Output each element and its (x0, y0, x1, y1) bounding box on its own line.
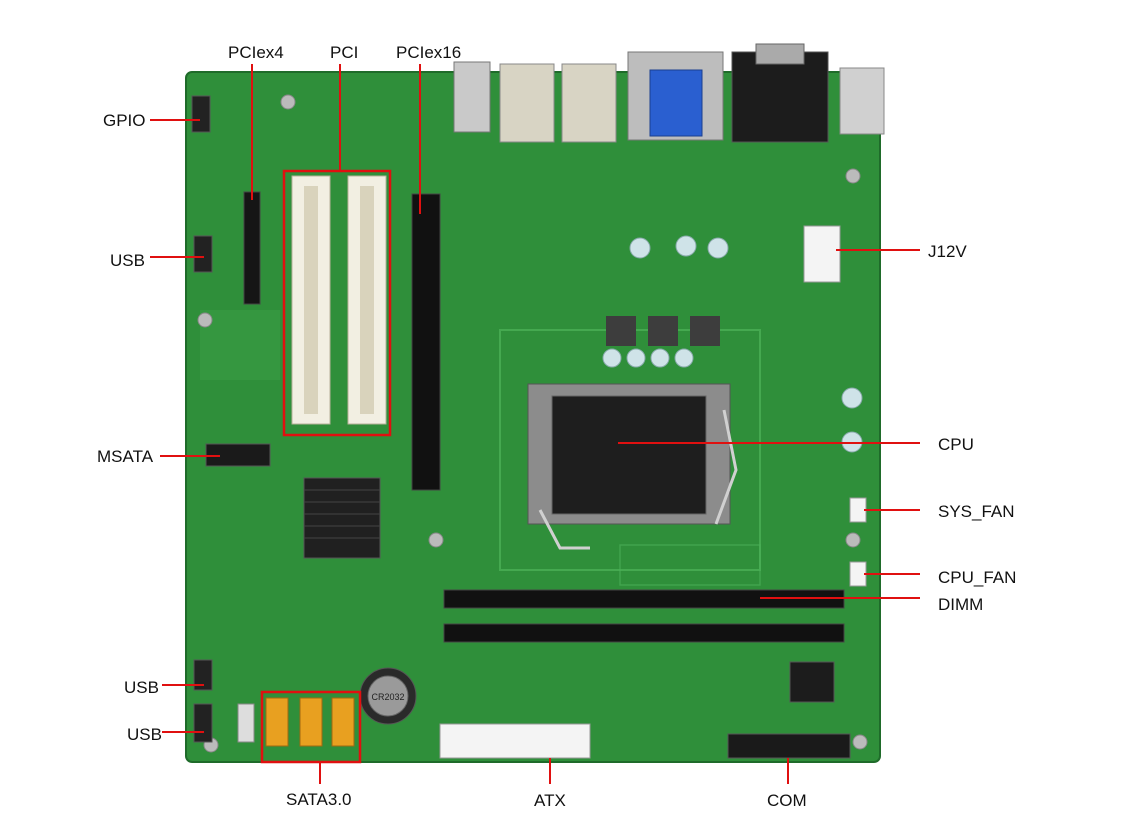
label-atx: ATX (534, 791, 566, 810)
pciex4-slot (243, 191, 261, 305)
label-cpu-fan: CPU_FAN (938, 568, 1016, 587)
label-pciex4: PCIex4 (228, 43, 284, 62)
dimm-slots (443, 589, 845, 643)
usb-headers (193, 235, 255, 743)
sata-highlight-box (260, 690, 362, 764)
label-usb-upper: USB (110, 251, 145, 270)
chipset-heatsink (303, 477, 381, 559)
pci-highlight-box (282, 169, 392, 437)
label-usb-lower: USB (127, 725, 162, 744)
callout-lines (150, 64, 920, 784)
label-sata: SATA3.0 (286, 790, 352, 809)
super-io-chip (789, 661, 835, 703)
label-usb-middle: USB (124, 678, 159, 697)
label-gpio: GPIO (103, 111, 146, 130)
label-com: COM (767, 791, 807, 810)
pci-slots (291, 175, 387, 425)
vrm-area (602, 235, 863, 453)
label-cpu: CPU (938, 435, 974, 454)
battery-label: CR2032 (371, 692, 404, 702)
rear-io-ports (453, 43, 885, 143)
fan-headers (849, 497, 867, 587)
gpio-header (191, 95, 211, 133)
com-header (727, 733, 851, 759)
label-sys-fan: SYS_FAN (938, 502, 1015, 521)
label-pci: PCI (330, 43, 358, 62)
label-j12v: J12V (928, 242, 967, 261)
label-dimm: DIMM (938, 595, 983, 614)
label-msata: MSATA (97, 447, 154, 466)
pciex16-slot (411, 193, 441, 491)
cpu-socket (527, 383, 738, 550)
sata-connectors (265, 697, 355, 747)
label-pciex16: PCIex16 (396, 43, 461, 62)
j12v-connector (803, 225, 841, 283)
atx-connector (439, 723, 591, 759)
cmos-battery: CR2032 (359, 667, 417, 725)
